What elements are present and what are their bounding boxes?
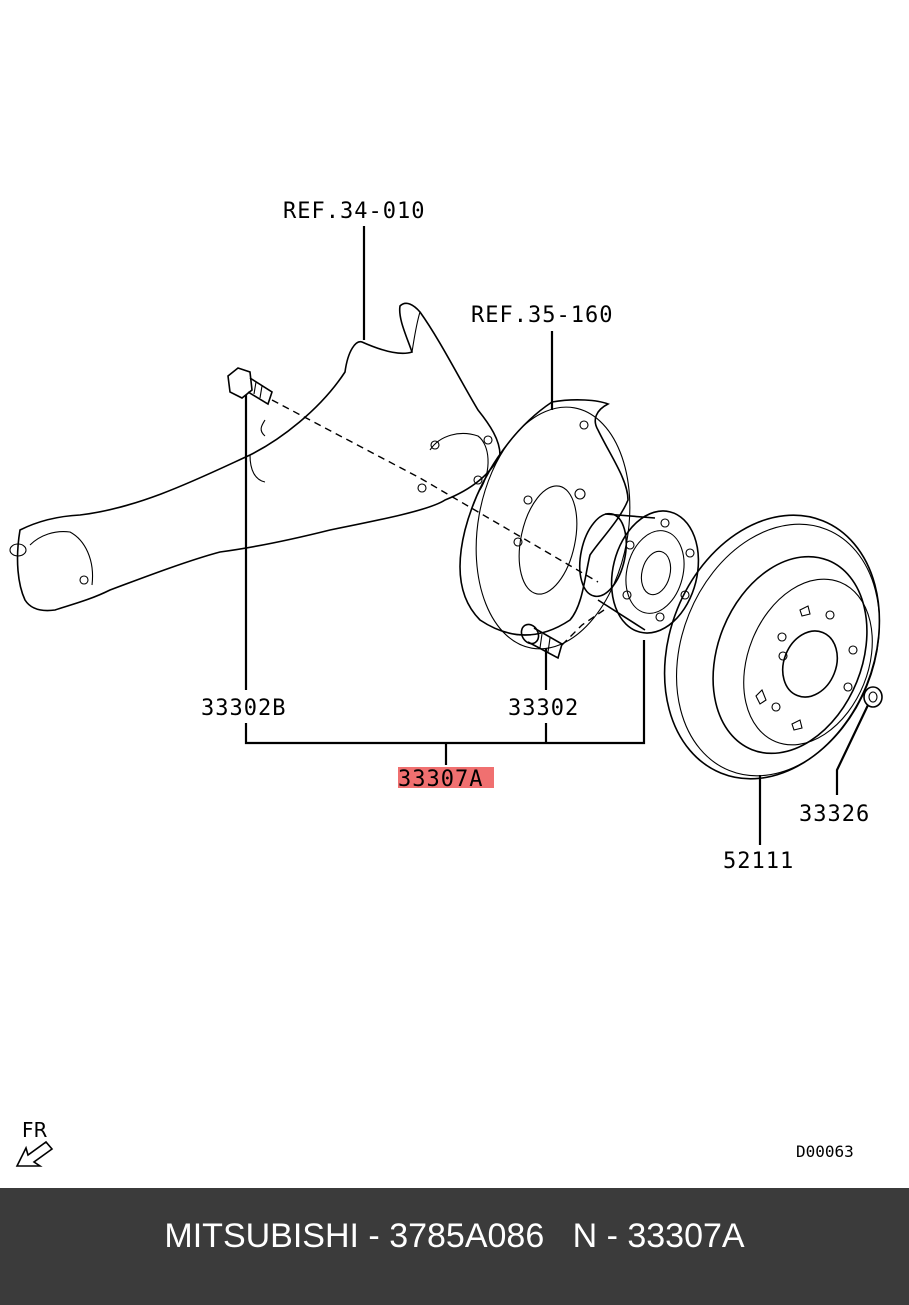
hub-bolt-drawing xyxy=(520,623,563,660)
knuckle-bolt-drawing xyxy=(227,367,273,406)
ref-knuckle-label[interactable]: REF.34-010 xyxy=(283,199,425,224)
drawing-code: D00063 xyxy=(796,1142,854,1161)
leader-lines xyxy=(244,226,869,845)
parts-diagram: REF.34-010 REF.35-160 33302B 33302 33307… xyxy=(9,199,883,1167)
wheel-nut-part-label[interactable]: 33326 xyxy=(799,802,870,827)
brake-disc-drawing xyxy=(663,514,881,780)
alignment-dashed-line xyxy=(271,399,599,583)
part-number-caption: MITSUBISHI - 3785A086 N - 33307A xyxy=(164,1217,745,1255)
wheel-nut-drawing xyxy=(863,686,883,708)
bolt-part-label[interactable]: 33302B xyxy=(201,696,286,721)
direction-indicator: FR xyxy=(15,1118,54,1167)
ref-backing-plate-label[interactable]: REF.35-160 xyxy=(471,303,613,328)
arrow-front-left-icon xyxy=(15,1140,54,1167)
part-highlight xyxy=(398,767,494,788)
hub-bolt-dashed-line xyxy=(561,609,605,646)
hub-assembly-drawing xyxy=(578,510,700,634)
knuckle-arm-drawing xyxy=(9,302,501,612)
direction-label: FR xyxy=(22,1118,48,1142)
brake-disc-part-label[interactable]: 52111 xyxy=(723,849,794,874)
hub-bolt-part-label[interactable]: 33302 xyxy=(508,696,579,721)
backing-plate-drawing xyxy=(459,399,631,650)
diagram-drawing: REF.34-010 REF.35-160 33302B 33302 33307… xyxy=(9,199,883,1167)
footer-bar: MITSUBISHI - 3785A086 N - 33307A xyxy=(0,1188,909,1305)
hub-assembly-part-label[interactable]: 33307A xyxy=(398,767,483,792)
